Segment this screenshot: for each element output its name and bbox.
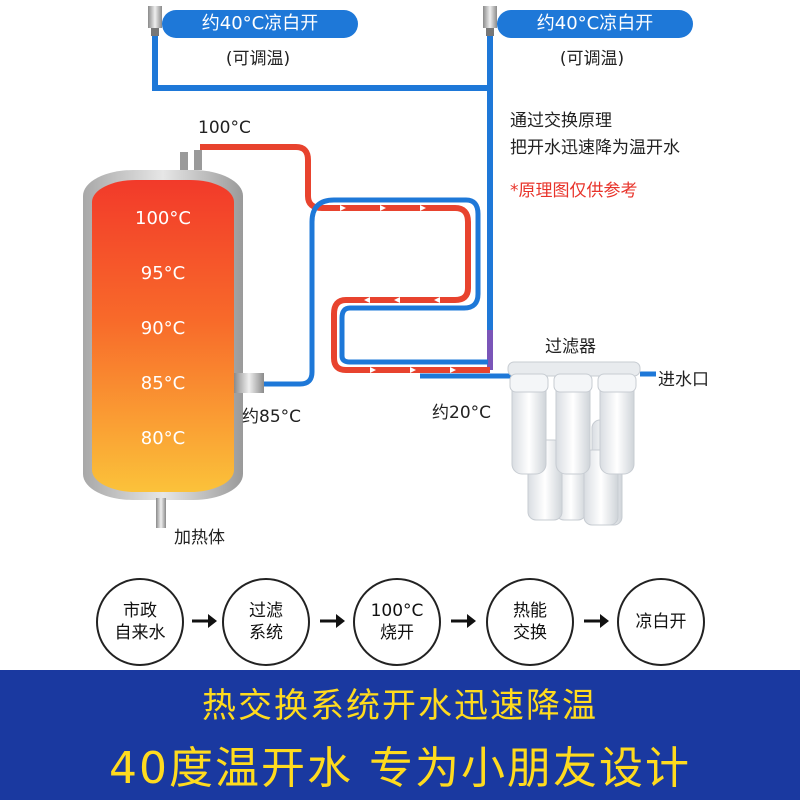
outlet-label-right: 约40°C凉白开 bbox=[497, 10, 693, 38]
faucet-nozzle-right bbox=[483, 6, 497, 36]
banner-subheadline: 40度温开水 专为小朋友设计 bbox=[109, 743, 691, 794]
hot-water-pipe bbox=[200, 144, 490, 373]
hot-in-label: 100°C bbox=[198, 118, 251, 138]
arrow-right-icon bbox=[320, 614, 345, 628]
tank-temp-label: 80°C bbox=[140, 428, 186, 449]
disclaimer-note: *原理图仅供参考 bbox=[510, 181, 638, 201]
process-step-cool-water: 凉白开 bbox=[617, 578, 705, 666]
banner-headline: 热交换系统开水迅速降温 bbox=[202, 686, 598, 726]
process-flow: 市政 自来水 过滤 系统 100°C 烧开 热能 交换 凉白开 bbox=[0, 568, 800, 668]
exchange-note-line2: 把开水迅速降为温开水 bbox=[510, 138, 680, 158]
tank-temp-label: 90°C bbox=[140, 318, 186, 339]
outlet-sub-right: (可调温) bbox=[559, 49, 625, 69]
cold-exchange-pipe bbox=[262, 197, 488, 387]
tank-temp-label: 100°C bbox=[135, 208, 191, 229]
flow-arrows bbox=[340, 205, 456, 373]
heat-exchange-diagram bbox=[83, 6, 656, 528]
arrow-right-icon bbox=[451, 614, 476, 628]
arrow-right-icon bbox=[584, 614, 609, 628]
inlet-label: 进水口 bbox=[658, 370, 709, 390]
process-step-filter: 过滤 系统 bbox=[222, 578, 310, 666]
process-step-tap-water: 市政 自来水 bbox=[96, 578, 184, 666]
tank-out-label: 约85°C bbox=[242, 407, 302, 427]
process-step-heat-exchange: 热能 交换 bbox=[486, 578, 574, 666]
bottom-banner bbox=[0, 670, 800, 800]
filter-label: 过滤器 bbox=[545, 337, 596, 357]
tank-temp-label: 95°C bbox=[140, 263, 186, 284]
faucet-nozzle-left bbox=[148, 6, 162, 36]
arrow-right-icon bbox=[192, 614, 217, 628]
tank-temp-label: 85°C bbox=[140, 373, 186, 394]
cold-in-label: 约20°C bbox=[432, 403, 492, 423]
filter-cartridges bbox=[507, 361, 641, 526]
outlet-label-left: 约40°C凉白开 bbox=[162, 10, 358, 38]
outlet-sub-left: (可调温) bbox=[225, 49, 291, 69]
exchange-note-line1: 通过交换原理 bbox=[510, 111, 612, 131]
heater-label: 加热体 bbox=[174, 528, 225, 548]
outlet-pipe bbox=[152, 36, 493, 91]
water-tank bbox=[83, 150, 264, 528]
process-step-boil: 100°C 烧开 bbox=[353, 578, 441, 666]
